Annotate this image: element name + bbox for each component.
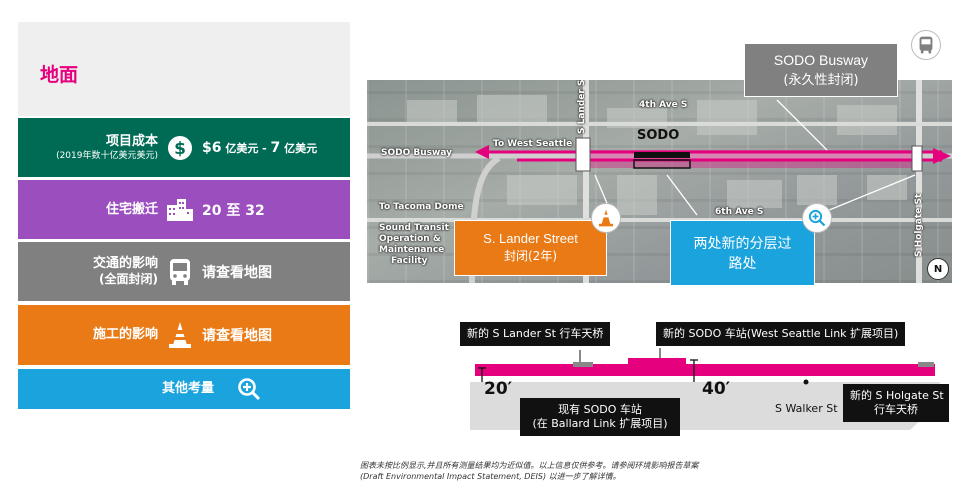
construction-label: 施工的影响 <box>92 327 158 342</box>
lander-overpass-marker <box>575 137 591 172</box>
lander-callout-title: S. Lander Street <box>483 231 578 246</box>
map-building <box>407 100 457 126</box>
traffic-value: 请查看地图 <box>202 264 272 281</box>
callout-lander-closure: S. Lander Street 封闭(2年) <box>454 220 607 276</box>
map-building <box>697 100 757 135</box>
busway-callout-sub: (永久性封闭) <box>783 73 859 88</box>
dollar-icon: $ <box>158 135 202 161</box>
street-holgate <box>916 80 922 283</box>
callout-sodo-busway: SODO Busway (永久性封闭) <box>744 43 898 97</box>
callout-grade-separation: 两处新的分层过 路处 <box>670 220 815 286</box>
construction-value: 请查看地图 <box>202 328 272 344</box>
cost-value: $6 亿美元 - 7 亿美元 <box>202 139 318 156</box>
label-new-sodo-station: 新的 SODO 车站(West Seattle Link 扩展项目) <box>656 322 906 346</box>
dimension-20: 20′ <box>484 379 513 399</box>
label-lander-st: S Lander St <box>577 80 587 134</box>
label-new-lander-overpass: 新的 S Lander St 行车天桥 <box>460 322 611 346</box>
footnote-line-2: (Draft Environmental Impact Statement, D… <box>360 472 621 481</box>
traffic-label-block: 交通的影响 (全面封闭) <box>18 256 158 287</box>
other-considerations-row[interactable]: 其他考量 <box>18 369 350 409</box>
street-4th <box>367 122 952 126</box>
residential-label: 住宅搬迁 <box>105 201 158 217</box>
north-arrow-icon: N <box>927 258 949 280</box>
lander-overpass-profile <box>573 362 593 367</box>
label-facility-3: Maintenance <box>379 245 445 255</box>
arrow-east <box>933 148 951 164</box>
cost-row: 项目成本 (2019年数十亿美元美元) $ $6 亿美元 - 7 亿美元 <box>18 118 350 177</box>
label-facility-2: Operation & <box>379 234 441 244</box>
busway-callout-title: SODO Busway <box>773 52 869 68</box>
grade-leader-line-2 <box>816 174 916 216</box>
cost-label: 项目成本 <box>105 133 158 149</box>
label-to-west-seattle: To West Seattle <box>493 139 573 149</box>
alternative-title: 地面 <box>40 64 79 86</box>
label-4th-ave: 4th Ave S <box>639 100 688 110</box>
alternative-header: 地面 <box>18 22 350 116</box>
map-building <box>837 105 897 135</box>
map-tracks <box>367 99 952 283</box>
map-building <box>867 175 907 200</box>
arrow-west <box>475 145 489 159</box>
map-building <box>797 175 837 205</box>
bus-icon <box>158 258 202 286</box>
residential-row: 住宅搬迁 20 至 32 <box>18 180 350 239</box>
residential-value: 20 至 32 <box>202 202 265 219</box>
other-label: 其他考量 <box>161 381 214 396</box>
guideway-profile <box>475 364 935 376</box>
street-lander <box>583 80 589 283</box>
traffic-cone-icon <box>158 321 202 349</box>
label-facility-1: Sound Transit <box>379 223 449 233</box>
label-walker-st: S Walker St <box>775 402 838 415</box>
busway-leader-line <box>776 99 828 151</box>
bus-icon <box>911 30 941 60</box>
grade-callout-line1: 两处新的分层过 <box>693 236 792 252</box>
label-6th-ave: 6th Ave S <box>715 207 764 217</box>
traffic-sub-label: (全面封闭) <box>99 272 158 286</box>
label-sodo-station: SODO <box>637 128 680 143</box>
map-building <box>617 175 657 215</box>
zoom-in-icon[interactable] <box>802 203 832 233</box>
zoom-in-icon[interactable] <box>214 377 284 401</box>
grade-callout-line2: 路处 <box>728 256 757 272</box>
holgate-overpass-marker <box>911 145 923 172</box>
label-facility-4: Facility <box>391 256 428 266</box>
cost-sub-label: (2019年数十亿美元美元) <box>56 150 158 161</box>
dimension-40: 40′ <box>702 379 731 399</box>
footnote-line-1: 图表未按比例显示,并且所有测量结果均为近似值。以上信息仅供参考。请参阅环境影响报… <box>360 461 699 470</box>
label-sodo-busway: SODO Busway <box>381 148 452 158</box>
label-new-holgate-overpass: 新的 S Holgate St 行车天桥 <box>843 384 949 422</box>
map-building <box>727 180 782 208</box>
footnote: 图表未按比例显示,并且所有测量结果均为近似值。以上信息仅供参考。请参阅环境影响报… <box>360 460 800 482</box>
holgate-overpass-profile <box>918 362 934 367</box>
grade-leader-line-1 <box>666 174 698 216</box>
label-to-tacoma: To Tacoma Dome <box>379 202 464 212</box>
svg-text:$: $ <box>174 139 186 159</box>
station-profile <box>628 358 686 376</box>
label-holgate-st: S Holgate St <box>914 193 924 257</box>
traffic-cone-icon <box>591 203 621 233</box>
lander-callout-sub: 封闭(2年) <box>504 249 557 263</box>
walker-st-marker <box>803 379 809 385</box>
label-existing-sodo-station: 现有 SODO 车站 (在 Ballard Link 扩展项目) <box>520 398 680 436</box>
station-platform-bottom <box>633 159 691 169</box>
station-platform-top <box>634 152 690 158</box>
traffic-row: 交通的影响 (全面封闭) 请查看地图 <box>18 242 350 301</box>
traffic-label: 交通的影响 <box>92 256 158 271</box>
map-building <box>477 95 547 125</box>
building-icon <box>158 197 202 223</box>
cost-label-block: 项目成本 (2019年数十亿美元美元) <box>18 134 158 162</box>
construction-row: 施工的影响 请查看地图 <box>18 305 350 365</box>
map-building <box>507 175 577 205</box>
street-6th <box>367 218 952 222</box>
